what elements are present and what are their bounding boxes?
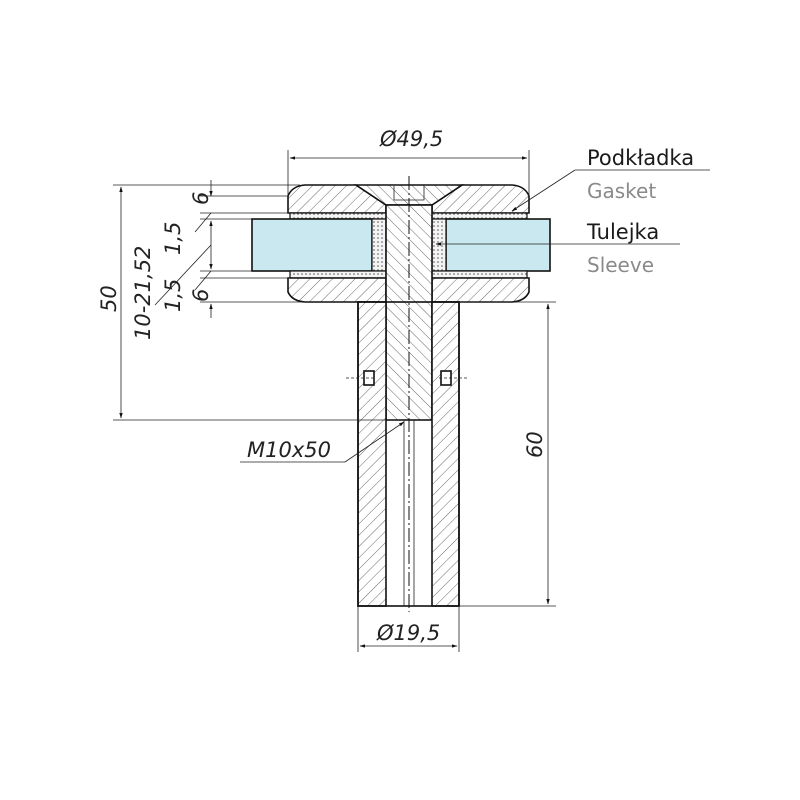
sleeve-right [431, 218, 447, 272]
sleeve-label-en: Sleeve [587, 253, 654, 277]
sleeve-callout: Tulejka Sleeve [435, 220, 680, 277]
tube-length-dimension: 60 [459, 301, 556, 607]
tube-length-text: 60 [523, 431, 547, 458]
bottom-gasket-right [431, 270, 528, 279]
screw-callout: M10x50 [240, 421, 405, 463]
bottom-cap-dimension: 6 [189, 289, 305, 318]
glass-range-dimension: 10-21,52 [131, 218, 252, 340]
bottom-gasket [289, 270, 387, 279]
top-cap-text: 6 [189, 192, 213, 205]
top-cap-dimension: 6 [189, 180, 290, 214]
gasket-top-dimension: 1,5 [161, 212, 212, 255]
sleeve-left [371, 218, 387, 272]
bottom-cap-text: 6 [189, 289, 213, 302]
top-gasket-right [431, 212, 528, 220]
overall-height-dimension: 50 [97, 184, 386, 421]
glass-panel-left [251, 218, 373, 272]
standoff-tube [346, 301, 467, 607]
top-diameter-text: Ø49,5 [379, 127, 443, 151]
screw-text: M10x50 [247, 438, 331, 462]
bottom-cap [287, 277, 530, 303]
gasket-top-text: 1,5 [161, 222, 185, 255]
bottom-diameter-dimension: Ø19,5 [357, 606, 460, 652]
glass-range-text: 10-21,52 [131, 246, 155, 340]
gasket-callout: Podkładka Gasket [511, 146, 710, 212]
gasket-bottom-text: 1,5 [161, 279, 185, 312]
top-gasket [289, 212, 387, 220]
gasket-bottom-dimension: 1,5 [161, 270, 290, 312]
overall-height-text: 50 [97, 285, 121, 312]
gasket-label-pl: Podkładka [587, 146, 694, 170]
glass-panel-right [445, 218, 551, 272]
gasket-label-en: Gasket [587, 179, 656, 203]
sleeve-label-pl: Tulejka [586, 220, 659, 244]
bottom-diameter-text: Ø19,5 [376, 621, 440, 645]
top-diameter-dimension: Ø49,5 [287, 127, 530, 196]
